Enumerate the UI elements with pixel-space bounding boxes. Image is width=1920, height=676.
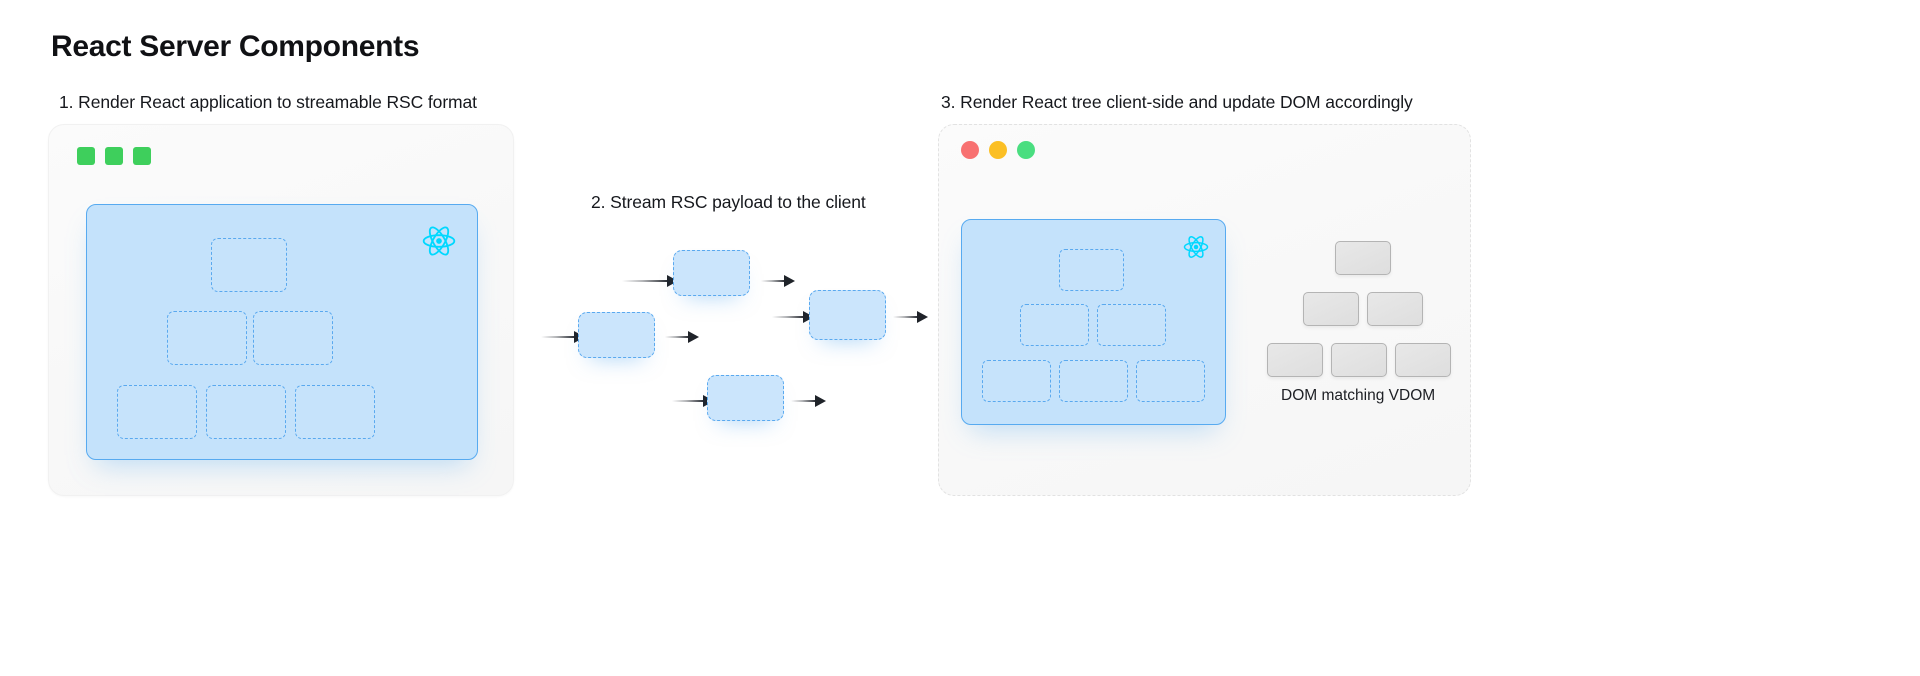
square-green-1 (77, 147, 95, 165)
dom-node-branch-2 (1367, 292, 1423, 326)
page-title: React Server Components (51, 30, 420, 63)
dom-node-branch-1 (1303, 292, 1359, 326)
stream-arrow-2 (761, 272, 795, 290)
dom-node-leaf-3 (1395, 343, 1451, 377)
client-vdom-node-leaf-1 (982, 360, 1051, 402)
traffic-light-minimize-icon[interactable] (989, 141, 1007, 159)
rsc-chunk-bottom (707, 375, 784, 421)
client-vdom-node-leaf-3 (1136, 360, 1205, 402)
vdom-node-branch-2 (253, 311, 333, 365)
client-render-panel: DOM matching VDOM (938, 124, 1471, 496)
window-controls-squares (77, 147, 151, 165)
traffic-light-close-icon[interactable] (961, 141, 979, 159)
dom-node-root (1335, 241, 1391, 275)
rsc-chunk-top (673, 250, 750, 296)
rsc-chunk-merged (809, 290, 886, 340)
server-render-panel (48, 124, 514, 496)
dom-node-leaf-2 (1331, 343, 1387, 377)
server-vdom-card (86, 204, 478, 460)
square-green-3 (133, 147, 151, 165)
dom-node-leaf-1 (1267, 343, 1323, 377)
stream-arrow-1 (622, 272, 678, 290)
vdom-node-branch-1 (167, 311, 247, 365)
client-vdom-node-branch-2 (1097, 304, 1166, 346)
step-1-caption: 1. Render React application to streamabl… (59, 92, 477, 112)
react-logo-icon (1183, 236, 1209, 258)
vdom-node-leaf-1 (117, 385, 197, 439)
vdom-node-leaf-2 (206, 385, 286, 439)
client-vdom-card (961, 219, 1226, 425)
stream-arrow-5 (772, 308, 814, 326)
vdom-node-root (211, 238, 287, 292)
stream-arrow-8 (791, 392, 826, 410)
square-green-2 (105, 147, 123, 165)
react-logo-icon (422, 226, 456, 256)
traffic-light-maximize-icon[interactable] (1017, 141, 1035, 159)
step-2-caption: 2. Stream RSC payload to the client (591, 192, 866, 212)
client-vdom-node-branch-1 (1020, 304, 1089, 346)
dom-tree-label: DOM matching VDOM (1281, 387, 1436, 404)
vdom-node-leaf-3 (295, 385, 375, 439)
window-controls-traffic-lights (961, 141, 1035, 159)
step-3-caption: 3. Render React tree client-side and upd… (941, 92, 1413, 112)
stream-arrow-4 (665, 328, 699, 346)
rsc-chunk-middle (578, 312, 655, 358)
client-vdom-node-leaf-2 (1059, 360, 1128, 402)
client-vdom-node-root (1059, 249, 1124, 291)
stream-arrow-6 (893, 308, 928, 326)
